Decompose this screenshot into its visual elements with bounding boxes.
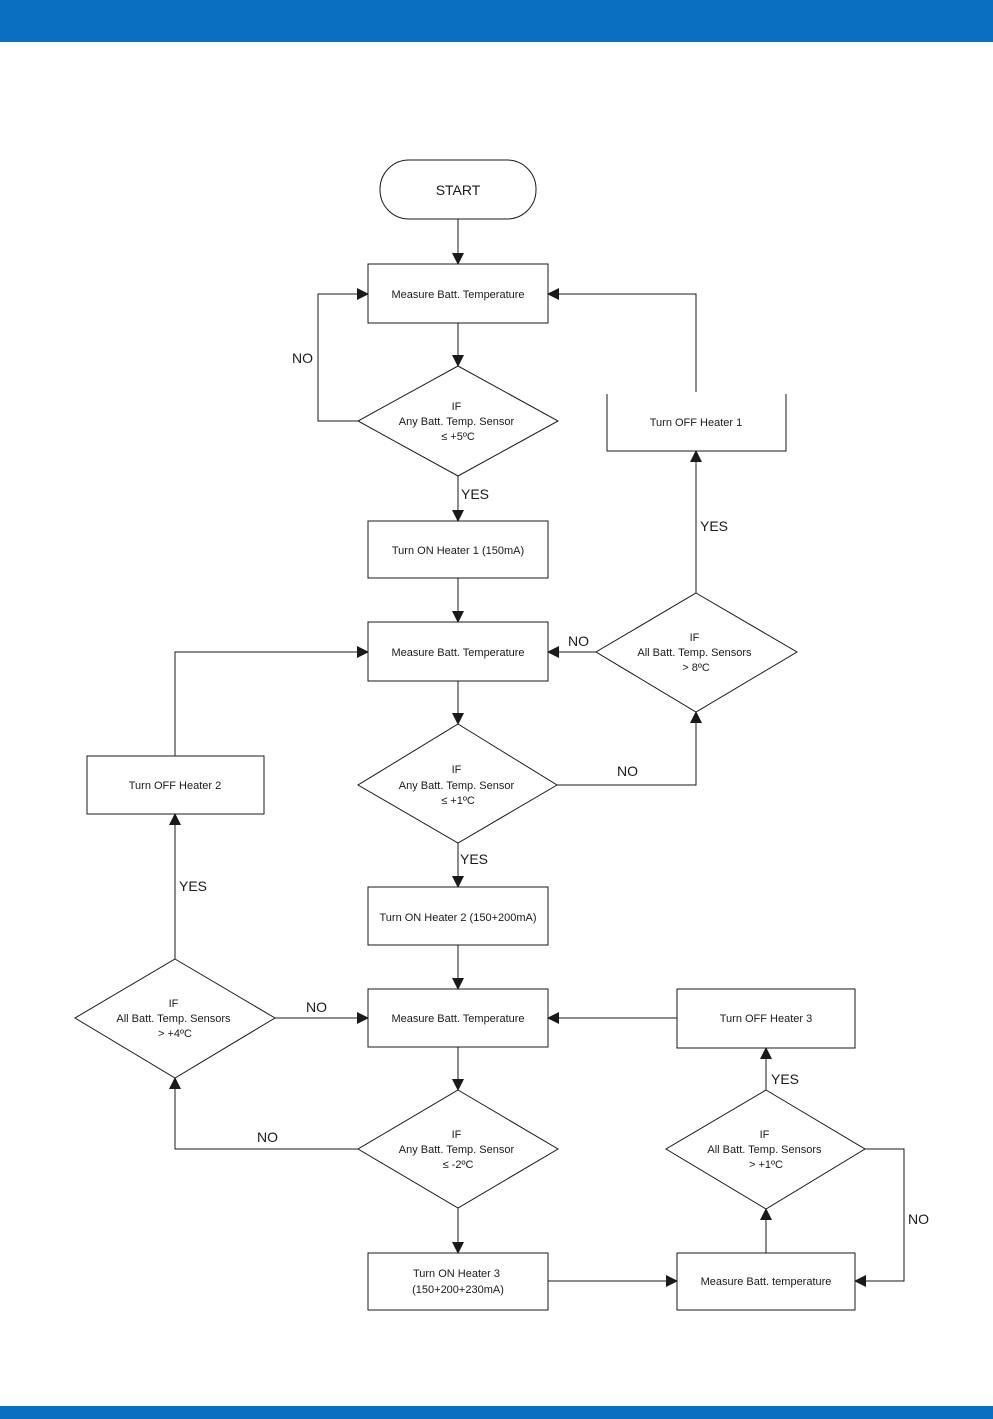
decision-off1-label: IF All Batt. Temp. Sensors > 8ºC [637, 632, 754, 674]
heater3-on-node: Turn ON Heater 3 (150+200+230mA) [367, 1252, 549, 1311]
measure-node-3: Measure Batt. Temperature [367, 988, 549, 1048]
edge-decision2-no [557, 711, 702, 786]
label-yes-decision2: YES [460, 851, 488, 867]
decision-off3-label: IF All Batt. Temp. Sensors > +1ºC [707, 1129, 824, 1171]
decision-off2-line2: All Batt. Temp. Sensors [116, 1013, 231, 1025]
heater2-off-node: Turn OFF Heater 2 [86, 755, 265, 815]
decision-node-2-line1: IF [452, 764, 462, 776]
measure-node-1-label: Measure Batt. Temperature [391, 289, 524, 301]
header-bar [0, 0, 993, 42]
decision-node-3-line2: Any Batt. Temp. Sensor [399, 1144, 515, 1156]
footer-bar [0, 1406, 993, 1419]
label-yes-decisionoff3: YES [771, 1071, 799, 1087]
heater2-off-label: Turn OFF Heater 2 [129, 780, 222, 792]
decision-off1-line3: > 8ºC [682, 662, 710, 674]
edge-heater2off-measure2 [174, 646, 369, 756]
decision-node-3-label: IF Any Batt. Temp. Sensor ≤ -2ºC [399, 1129, 517, 1171]
measure-node-3-label: Measure Batt. Temperature [391, 1013, 524, 1025]
measure-node-4-label: Measure Batt. temperature [701, 1276, 832, 1288]
heater2-on-node: Turn ON Heater 2 (150+200mA) [367, 886, 549, 946]
decision-off2-line3: > +4ºC [158, 1028, 192, 1040]
measure-node-2-label: Measure Batt. Temperature [391, 647, 524, 659]
heater3-off-node: Turn OFF Heater 3 [676, 988, 856, 1049]
start-node: START [379, 159, 537, 220]
heater3-off-label: Turn OFF Heater 3 [720, 1013, 813, 1025]
measure-node-2: Measure Batt. Temperature [367, 621, 549, 682]
decision-node-3-line3: ≤ -2ºC [443, 1159, 474, 1171]
start-label: START [436, 182, 481, 198]
edge-decisionoff3-no [854, 1148, 905, 1287]
decision-node-1-line2: Any Batt. Temp. Sensor [399, 416, 515, 428]
edge-decision1-no [317, 288, 369, 422]
label-no-decision1: NO [292, 350, 313, 366]
decision-off3-node: IF All Batt. Temp. Sensors > +1ºC [665, 1089, 866, 1210]
connectors [169, 219, 905, 1287]
label-yes-decision1: YES [461, 486, 489, 502]
decision-node-1-label: IF Any Batt. Temp. Sensor ≤ +5ºC [399, 401, 517, 443]
decision-node-3-line1: IF [452, 1129, 462, 1141]
decision-off2-node: IF All Batt. Temp. Sensors > +4ºC [74, 958, 276, 1079]
decision-node-2-line3: ≤ +1ºC [441, 795, 475, 807]
decision-off1-node: IF All Batt. Temp. Sensors > 8ºC [595, 592, 798, 713]
label-no-decisionoff1: NO [568, 633, 589, 649]
label-no-decision2: NO [617, 763, 638, 779]
edge-heater1off-measure1 [547, 288, 697, 393]
heater1-on-label: Turn ON Heater 1 (150mA) [392, 545, 524, 557]
decision-off2-label: IF All Batt. Temp. Sensors > +4ºC [116, 998, 233, 1040]
heater1-off-node: Turn OFF Heater 1 [606, 392, 787, 452]
label-yes-decisionoff1: YES [700, 518, 728, 534]
heater3-on-label: Turn ON Heater 3 (150+200+230mA) [412, 1268, 504, 1296]
label-no-decision3: NO [257, 1129, 278, 1145]
decision-node-2: IF Any Batt. Temp. Sensor ≤ +1ºC [357, 723, 558, 844]
decision-node-1-line1: IF [452, 401, 462, 413]
decision-node-2-line2: Any Batt. Temp. Sensor [399, 780, 515, 792]
heater1-on-node: Turn ON Heater 1 (150mA) [367, 520, 549, 579]
decision-off3-line3: > +1ºC [749, 1159, 783, 1171]
decision-node-1-line3: ≤ +5ºC [441, 431, 475, 443]
heater2-on-label: Turn ON Heater 2 (150+200mA) [379, 912, 536, 924]
heater3-on-line1: Turn ON Heater 3 [413, 1268, 500, 1280]
edge-labels: NO YES NO YES NO YES NO YES NO YES NO [179, 350, 929, 1227]
decision-off2-line1: IF [169, 998, 179, 1010]
heater3-on-line2: (150+200+230mA) [412, 1284, 504, 1296]
measure-node-4: Measure Batt. temperature [676, 1252, 856, 1311]
decision-off3-line1: IF [760, 1129, 770, 1141]
decision-off3-line2: All Batt. Temp. Sensors [707, 1144, 822, 1156]
decision-off1-line2: All Batt. Temp. Sensors [637, 647, 752, 659]
decision-off1-line1: IF [690, 632, 700, 644]
measure-node-1: Measure Batt. Temperature [367, 263, 549, 324]
decision-node-1: IF Any Batt. Temp. Sensor ≤ +5ºC [356, 365, 560, 477]
label-no-decisionoff3: NO [908, 1211, 929, 1227]
decision-node-3: IF Any Batt. Temp. Sensor ≤ -2ºC [357, 1089, 559, 1209]
edge-decision3-no [169, 1077, 358, 1150]
label-yes-decisionoff2: YES [179, 878, 207, 894]
decision-node-2-label: IF Any Batt. Temp. Sensor ≤ +1ºC [399, 764, 517, 807]
heater1-off-label: Turn OFF Heater 1 [650, 417, 743, 429]
label-no-decisionoff2: NO [306, 999, 327, 1015]
